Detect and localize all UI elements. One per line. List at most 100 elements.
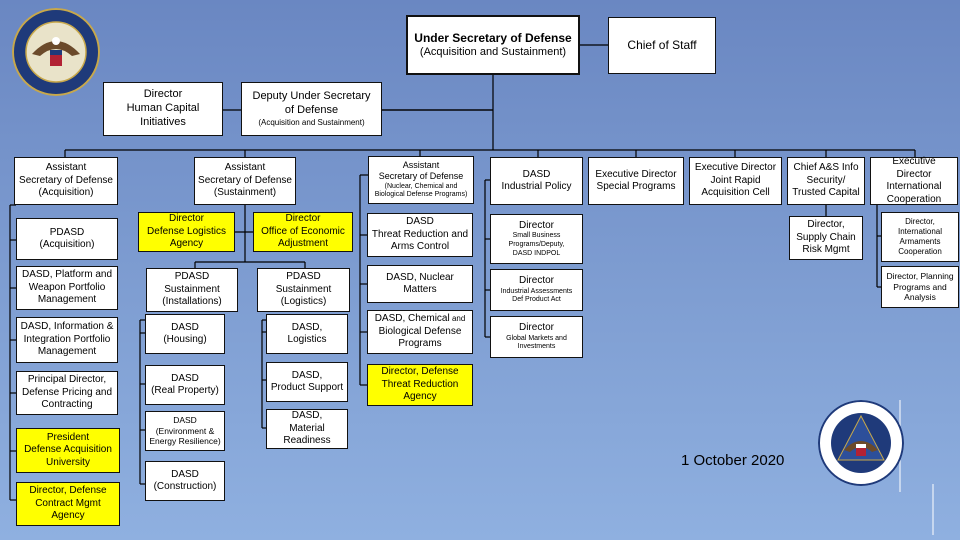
box-line: Small Business (512, 232, 561, 240)
box-line: Readiness (283, 435, 331, 447)
box-line: DASD, Chemical (374, 313, 450, 325)
dasd-housing-box: DASD (Housing) (145, 314, 225, 354)
box-line: Arms Control (390, 241, 450, 253)
dasd-information-integration-box: DASD, Information & Integration Portfoli… (16, 317, 118, 363)
pdasd-logistics-box: PDASD Sustainment (Logistics) (257, 268, 350, 312)
box-line: PDASD (49, 226, 85, 238)
box-line: (Installations) (162, 296, 222, 308)
box-line: Programs/Deputy, (508, 240, 565, 248)
box-line: Agency (51, 510, 85, 522)
box-line: Chief A&S Info (793, 162, 859, 174)
box-line: and (449, 314, 466, 324)
box-line: Sustainment (164, 283, 220, 295)
pdasd-acquisition-box: PDASD (Acquisition) (16, 218, 118, 260)
box-line: Agency (169, 238, 204, 250)
box-line: Defense Pricing and (21, 386, 113, 398)
chief-of-staff-label: Chief of Staff (627, 38, 697, 52)
box-line: PDASD (174, 271, 210, 283)
box-line: DASD (522, 168, 551, 180)
ed-international-cooperation-box: Executive Director International Coopera… (870, 156, 958, 205)
director-supply-chain-box: Director, Supply Chain Risk Mgmt (789, 216, 863, 260)
box-line: Armaments (899, 237, 941, 246)
dasd-threat-reduction-box: DASD Threat Reduction and Arms Control (367, 213, 473, 257)
director-dtra-box: Director, Defense Threat Reduction Agenc… (367, 364, 473, 406)
box-line: President (46, 431, 90, 443)
chief-of-staff-box: Chief of Staff (608, 17, 716, 74)
box-line: (Construction) (153, 481, 217, 492)
director-dla-box: Director Defense Logistics Agency (138, 212, 235, 252)
box-line: Investments (517, 343, 556, 351)
box-line: DASD (173, 415, 197, 426)
box-line: Defense Logistics (147, 225, 226, 237)
dasd-real-property-box: DASD (Real Property) (145, 365, 225, 405)
box-line: Joint Rapid (710, 174, 761, 186)
box-line: Product Support (270, 382, 344, 393)
dusd-subtitle: (Acquisition and Sustainment) (258, 117, 365, 127)
box-line: Secretary of Defense (378, 171, 464, 182)
box-line: Security/ (806, 174, 846, 186)
box-line: DASD (406, 216, 434, 228)
box-line: Threat Reduction (381, 378, 459, 390)
dasd-chem-bio-box: DASD, Chemical and Biological Defense Pr… (367, 310, 473, 354)
box-line: Executive Director (595, 168, 677, 180)
box-line: Secretary of Defense (19, 174, 113, 186)
box-line: (Real Property) (151, 385, 219, 396)
box-line: Cooperation (898, 247, 942, 256)
box-line: Industrial Policy (501, 181, 572, 192)
box-line: (Sustainment) (213, 187, 277, 199)
director-dcma-box: Director, Defense Contract Mgmt Agency (16, 482, 120, 526)
usd-title: Under Secretary of Defense (414, 30, 572, 45)
director-global-markets-box: Director Global Markets and Investments (490, 316, 583, 358)
ed-jrac-box: Executive Director Joint Rapid Acquisiti… (689, 157, 782, 205)
box-line: Logistics (287, 334, 327, 345)
box-line: Director (285, 213, 321, 225)
box-line: DASD, (291, 369, 323, 381)
box-line: University (46, 456, 90, 468)
box-line: Director, Planning (886, 271, 954, 282)
box-line: Trusted Capital (792, 187, 860, 199)
box-line: Supply Chain (796, 231, 856, 243)
box-line: Director (518, 219, 554, 231)
box-line: Contract Mgmt (35, 497, 101, 509)
president-dau-box: President Defense Acquisition University (16, 428, 120, 473)
dasd-industrial-policy-box: DASD Industrial Policy (490, 157, 583, 205)
usd-subtitle: (Acquisition and Sustainment) (419, 45, 567, 58)
box-line: (Acquisition) (38, 187, 94, 199)
box-line: (Logistics) (280, 296, 327, 308)
as-seal-icon (818, 400, 904, 486)
box-line: Special Programs (596, 181, 676, 192)
dasd-product-support-box: DASD, Product Support (266, 362, 348, 402)
box-line: Contracting (41, 399, 93, 411)
box-line: (Housing) (163, 334, 207, 345)
effective-date: 1 October 2020 (681, 452, 785, 469)
box-line: Acquisition Cell (701, 187, 770, 199)
box-line: Defense Acquisition (24, 444, 112, 456)
box-line: Biological Defense (378, 325, 462, 337)
box-line: Agency (403, 391, 437, 403)
box-line: Risk Mgmt (802, 244, 850, 256)
box-line: Management (37, 346, 97, 358)
box-line: DASD, (291, 321, 323, 333)
box-line: Assistant (402, 160, 440, 170)
box-line: Office of Economic (261, 225, 345, 237)
box-line: DASD, (291, 410, 323, 422)
box-line: Programs and (893, 281, 947, 292)
box-line: Programs (398, 338, 442, 350)
box-line: DASD INDPOL (512, 249, 561, 257)
box-line: DASD (171, 321, 199, 333)
box-line: Threat Reduction and (371, 228, 469, 240)
director-oea-box: Director Office of Economic Adjustment (253, 212, 353, 252)
chief-as-info-security-box: Chief A&S Info Security/ Trusted Capital (787, 157, 865, 205)
hc-line: Human Capital (126, 102, 200, 115)
hc-line: Initiatives (140, 115, 186, 128)
box-line: Director, Defense (29, 485, 107, 497)
director-intl-armaments-box: Director, International Armaments Cooper… (881, 212, 959, 262)
box-line: Global Markets and (506, 334, 567, 342)
box-line: Secretary of Defense (198, 174, 292, 186)
box-line: Executive Director (892, 156, 936, 180)
box-line: International (886, 181, 942, 192)
pdasd-installations-box: PDASD Sustainment (Installations) (146, 268, 238, 312)
box-line: Director, Defense (381, 366, 459, 378)
dasd-material-readiness-box: DASD, Material Readiness (266, 409, 348, 449)
